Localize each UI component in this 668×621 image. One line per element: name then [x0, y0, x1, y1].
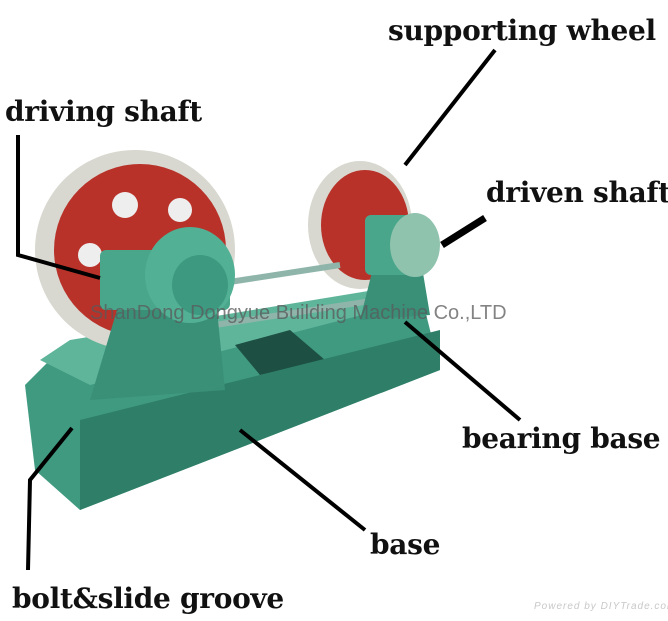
powered-by-text: Powered by DIYTrade.com — [534, 601, 668, 612]
driven-shaft-cap — [390, 213, 440, 277]
leader-driving-shaft — [16, 135, 101, 280]
label-bearing-base: bearing base — [462, 422, 661, 455]
wheel-hole — [168, 198, 192, 222]
driving-shaft-cap-face — [172, 255, 228, 315]
leader-base — [238, 428, 367, 532]
label-supporting-wheel: supporting wheel — [388, 14, 656, 47]
leader-bearing-base — [403, 320, 522, 422]
leader-lines — [16, 48, 522, 571]
base-side-face — [80, 330, 440, 510]
wheel-hole — [112, 192, 138, 218]
base-slot — [235, 330, 325, 375]
label-driven-shaft: driven shaft — [486, 176, 668, 209]
watermark-text: ShanDong Dongyue Building Machine Co.,LT… — [90, 302, 507, 324]
connecting-shaft — [214, 295, 391, 328]
label-base: base — [370, 528, 441, 561]
leader-driven-shaft — [440, 215, 487, 248]
label-bolt-slide-groove: bolt&slide groove — [12, 582, 284, 615]
leader-supporting-wheel — [403, 48, 497, 167]
leader-bolt-slide-groove — [26, 426, 74, 571]
wheel-hole — [78, 243, 102, 267]
label-driving-shaft: driving shaft — [5, 95, 202, 128]
